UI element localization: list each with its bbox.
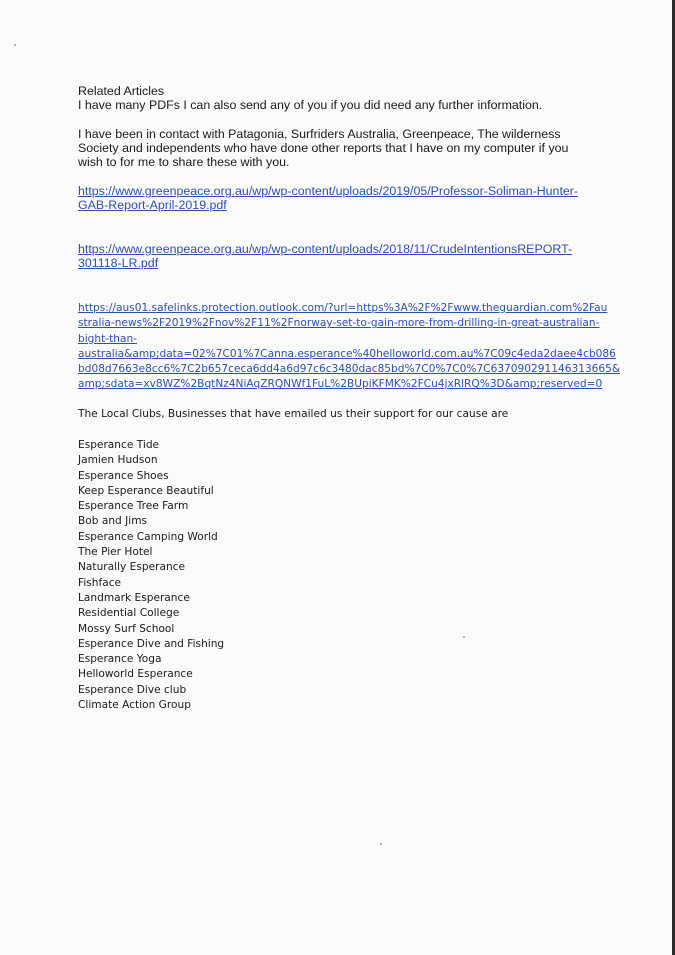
- link-line[interactable]: australia&amp;data=02%7C01%7Canna.espera…: [78, 347, 616, 360]
- related-articles-heading: Related Articles: [78, 84, 165, 98]
- link-line[interactable]: bd08d7663e8cc6%7C2b657ceca6dd4a6d97c6c34…: [78, 363, 621, 376]
- contact-line: Society and independents who have done o…: [78, 141, 569, 155]
- contact-line: wish to for me to share these with you.: [78, 155, 290, 169]
- list-item: Landmark Esperance: [78, 591, 190, 604]
- link-line[interactable]: amp;sdata=xv8WZ%2BqtNz4NiAqZRQNWf1FuL%2B…: [78, 378, 603, 391]
- supporters-list: Esperance Tide Jamien Hudson Esperance S…: [78, 438, 598, 713]
- greenpeace-report-link-1[interactable]: https://www.greenpeace.org.au/wp/wp-cont…: [78, 184, 598, 212]
- list-item: The Pier Hotel: [78, 546, 153, 559]
- list-item: Esperance Shoes: [78, 469, 169, 482]
- link-line[interactable]: https://aus01.safelinks.protection.outlo…: [78, 302, 608, 314]
- scan-speck: [14, 44, 16, 46]
- list-item: Esperance Dive club: [78, 683, 187, 696]
- list-item: Esperance Camping World: [78, 530, 218, 543]
- list-item: Residential College: [78, 607, 180, 620]
- link-line[interactable]: GAB-Report-April-2019.pdf: [78, 198, 227, 212]
- list-item: Keep Esperance Beautiful: [78, 484, 214, 497]
- greenpeace-report-link-2[interactable]: https://www.greenpeace.org.au/wp/wp-cont…: [78, 242, 598, 270]
- list-item: Mossy Surf School: [78, 622, 175, 635]
- link-line[interactable]: bight-than-: [78, 332, 137, 345]
- list-item: Esperance Yoga: [78, 653, 162, 666]
- contact-line: I have been in contact with Patagonia, S…: [78, 127, 561, 141]
- scan-speck: [463, 636, 465, 638]
- link-line[interactable]: 301118-LR.pdf: [78, 256, 159, 270]
- link-line[interactable]: https://www.greenpeace.org.au/wp/wp-cont…: [78, 242, 573, 256]
- scan-edge: [672, 0, 675, 955]
- intro-line: I have many PDFs I can also send any of …: [78, 98, 543, 112]
- list-item: Fishface: [78, 576, 122, 589]
- list-item: Climate Action Group: [78, 699, 191, 712]
- list-item: Naturally Esperance: [78, 561, 186, 574]
- contact-paragraph: I have been in contact with Patagonia, S…: [78, 127, 598, 169]
- list-item: Esperance Tide: [78, 439, 160, 451]
- list-item: Esperance Dive and Fishing: [78, 637, 225, 650]
- list-item: Jamien Hudson: [78, 454, 158, 467]
- related-articles-section: Related Articles I have many PDFs I can …: [78, 84, 598, 112]
- scan-speck: [380, 843, 382, 845]
- link-line[interactable]: https://www.greenpeace.org.au/wp/wp-cont…: [78, 184, 579, 198]
- link-line[interactable]: stralia-news%2F2019%2Fnov%2F11%2Fnorway-…: [78, 317, 600, 330]
- clubs-intro-text: The Local Clubs, Businesses that have em…: [78, 408, 509, 420]
- list-item: Helloworld Esperance: [78, 668, 193, 681]
- clubs-intro: The Local Clubs, Businesses that have em…: [78, 407, 598, 422]
- guardian-article-link[interactable]: https://aus01.safelinks.protection.outlo…: [78, 301, 621, 393]
- list-item: Bob and Jims: [78, 515, 148, 528]
- list-item: Esperance Tree Farm: [78, 500, 189, 513]
